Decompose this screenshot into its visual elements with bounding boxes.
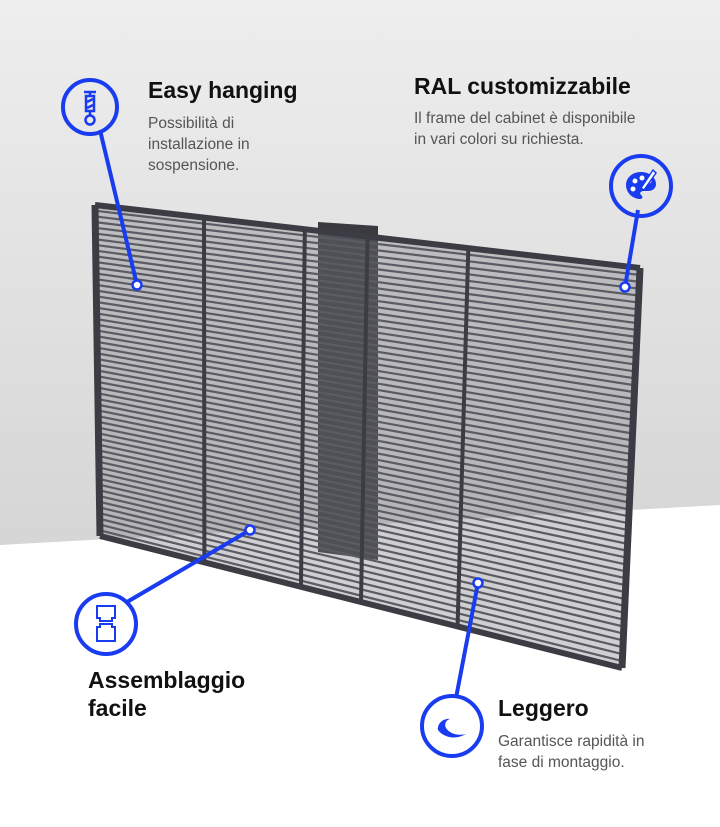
- callout-anchor-dot: [619, 281, 631, 293]
- callout-anchor-dot: [472, 577, 484, 589]
- desc-line: Possibilità di: [148, 115, 235, 132]
- callout-leader-line: [98, 129, 139, 286]
- light-title: Leggero: [498, 695, 589, 721]
- connector-blocks-icon: [96, 605, 116, 642]
- cabinet-frame-bar: [455, 248, 471, 627]
- led-mesh-panel: [91, 202, 644, 671]
- easy-hanging-icon-circle: [61, 78, 119, 136]
- easy-hanging-description: Possibilità di installazione in sospensi…: [148, 113, 250, 176]
- desc-line: sospensione.: [148, 157, 240, 174]
- desc-line: installazione in: [148, 136, 250, 153]
- feather-icon: [437, 718, 466, 738]
- ral-description: Il frame del cabinet è disponibile in va…: [414, 108, 635, 150]
- cabinet-frame-bottom: [99, 533, 623, 671]
- ral-title: RAL customizzabile: [414, 73, 631, 99]
- assembly-icon-circle: [74, 592, 138, 656]
- cabinet-frame-bar: [298, 229, 307, 587]
- cabinet-frame-bar: [618, 267, 644, 669]
- callout-leader-line: [623, 209, 640, 288]
- title-line: Assemblaggio: [88, 667, 246, 693]
- desc-line: Il frame del cabinet è disponibile: [414, 110, 636, 127]
- callout-anchor-dot: [244, 524, 256, 536]
- hanging-hook-icon: [84, 90, 96, 126]
- callout-leader-line: [125, 528, 252, 604]
- cabinet-frame-bar: [359, 236, 370, 603]
- ral-icon-circle: [609, 154, 673, 218]
- callout-anchor-dot: [131, 279, 143, 291]
- paint-palette-icon: [626, 168, 657, 199]
- easy-hanging-title: Easy hanging: [148, 77, 298, 103]
- desc-line: fase di montaggio.: [498, 754, 625, 771]
- cabinet-frame-top: [94, 202, 641, 271]
- light-icon-circle: [420, 694, 484, 758]
- light-description: Garantisce rapidità in fase di montaggio…: [498, 731, 644, 773]
- callout-leader-line: [454, 582, 480, 699]
- callout-lines: [98, 129, 640, 699]
- assembly-title: Assemblaggio facile: [88, 666, 245, 722]
- desc-line: Garantisce rapidità in: [498, 733, 645, 750]
- title-line: facile: [88, 695, 147, 721]
- cabinet-frame-bar: [91, 204, 104, 537]
- desc-line: in vari colori su richiesta.: [414, 131, 584, 148]
